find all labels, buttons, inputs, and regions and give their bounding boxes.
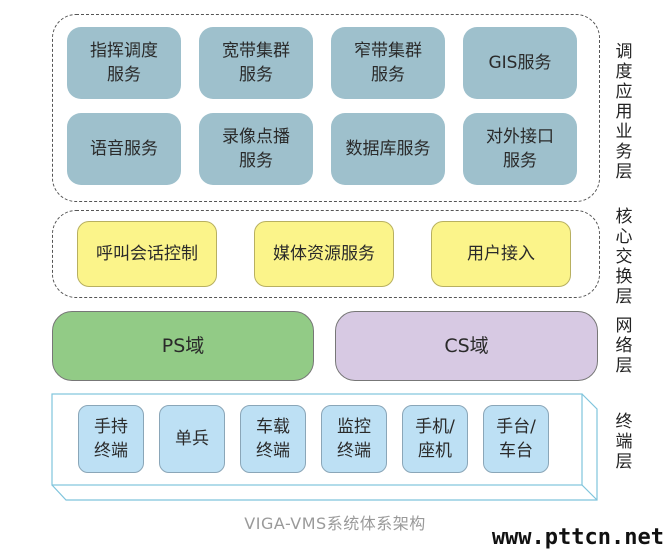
network-layer-label: 网络层: [615, 316, 633, 376]
terminal-vehicle: 车载 终端: [240, 405, 306, 473]
terminal-frame-corner: [581, 484, 598, 501]
service-broadband-trunking: 宽带集群 服务: [199, 27, 313, 99]
service-video-on-demand: 录像点播 服务: [199, 113, 313, 185]
core-layer-group: [52, 210, 600, 298]
app-layer-group: [52, 14, 600, 202]
terminal-soldier: 单兵: [159, 405, 225, 473]
service-dispatch: 指挥调度 服务: [67, 27, 181, 99]
service-external-interface: 对外接口 服务: [463, 113, 577, 185]
core-layer-label: 核心交换层: [615, 207, 633, 307]
core-user-access: 用户接入: [431, 221, 571, 287]
terminal-radio: 手台/ 车台: [483, 405, 549, 473]
watermark: www.pttcn.net: [491, 525, 664, 550]
network-cs-domain: CS域: [335, 311, 598, 381]
service-gis: GIS服务: [463, 27, 577, 99]
terminal-layer-label: 终端层: [615, 412, 633, 472]
terminal-phone: 手机/ 座机: [402, 405, 468, 473]
network-ps-domain: PS域: [52, 311, 314, 381]
terminal-monitor: 监控 终端: [321, 405, 387, 473]
service-database: 数据库服务: [331, 113, 445, 185]
service-narrowband-trunking: 窄带集群 服务: [331, 27, 445, 99]
app-layer-label: 调度应用业务层: [615, 42, 633, 182]
diagram-caption: VIGA-VMS系统体系架构: [244, 514, 426, 533]
core-call-session-control: 呼叫会话控制: [77, 221, 217, 287]
service-voice: 语音服务: [67, 113, 181, 185]
core-media-resource: 媒体资源服务: [254, 221, 394, 287]
terminal-handheld: 手持 终端: [78, 405, 144, 473]
